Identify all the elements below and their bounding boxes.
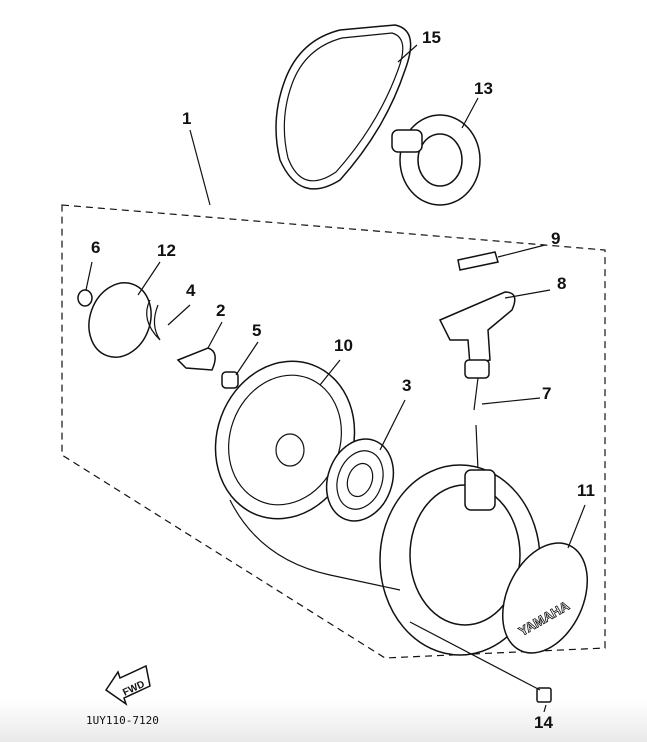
emblem-yamaha: YAMAHA (501, 542, 589, 654)
leader-lines (85, 44, 586, 713)
label-2: 2 (216, 301, 225, 320)
part-6-nut (77, 289, 93, 307)
label-14: 14 (534, 713, 553, 732)
part-14-bolt (409, 621, 552, 703)
label-5: 5 (252, 321, 261, 340)
label-12: 12 (157, 241, 176, 260)
assembly-boundary (61, 204, 606, 659)
part-12-plate (88, 282, 152, 358)
part-2-pawl (176, 347, 216, 371)
fwd-arrow-icon: FWD (104, 664, 151, 706)
part-8-handle (438, 291, 516, 379)
label-3: 3 (402, 376, 411, 395)
drawing-code: 1UY110-7120 (86, 714, 159, 727)
label-1: 1 (182, 109, 191, 128)
label-9: 9 (551, 229, 560, 248)
part-13-pulley (391, 114, 481, 206)
label-10: 10 (334, 336, 353, 355)
label-13: 13 (474, 79, 493, 98)
label-6: 6 (91, 238, 100, 257)
part-5-spring (221, 371, 239, 389)
bottom-band (0, 700, 647, 742)
label-8: 8 (557, 274, 566, 293)
label-11: 11 (577, 481, 595, 500)
part-4-clip (146, 299, 161, 341)
part-15-gasket (275, 24, 412, 190)
part-3-spring (325, 438, 395, 522)
part-7-rope (473, 377, 479, 471)
part-9-cap (457, 251, 499, 271)
part-11-case (379, 464, 541, 656)
label-4: 4 (186, 281, 196, 300)
label-7: 7 (542, 384, 551, 403)
label-15: 15 (422, 28, 441, 47)
